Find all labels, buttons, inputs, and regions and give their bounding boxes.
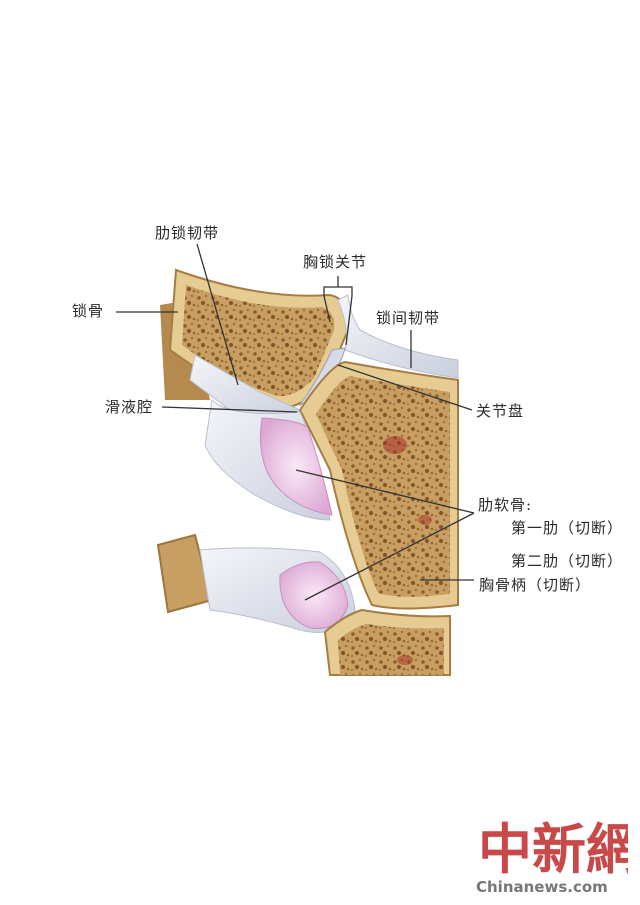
label-costal-cartilage-title: 肋软骨: bbox=[478, 496, 533, 514]
label-synovial-cavity: 滑液腔 bbox=[105, 398, 154, 416]
label-articular-disc: 关节盘 bbox=[476, 402, 525, 420]
label-manubrium-cut: 胸骨柄（切断） bbox=[479, 576, 592, 594]
leader-lines bbox=[116, 243, 475, 601]
red-marrow-spot bbox=[383, 436, 407, 454]
leader-costoclavicular-ligament bbox=[196, 243, 239, 386]
chinanews-logo: 中新網 bbox=[478, 817, 628, 881]
leader-first-rib bbox=[295, 469, 475, 514]
first-costal-cartilage bbox=[259, 417, 333, 516]
leader-second-rib bbox=[304, 512, 475, 601]
label-costoclavicular-ligament: 肋锁韧带 bbox=[155, 224, 220, 242]
label-first-rib-cut: 第一肋（切断） bbox=[511, 519, 624, 537]
leader-sternoclavicular-joint-a bbox=[323, 295, 331, 323]
leader-sternoclavicular-joint-b bbox=[345, 295, 353, 346]
leader-synovial-cavity bbox=[161, 406, 298, 413]
manubrium-spongy-bone bbox=[316, 376, 450, 597]
red-marrow-spot bbox=[418, 515, 432, 525]
red-marrow-spot bbox=[397, 655, 413, 665]
label-interclavicular-ligament: 锁间韧带 bbox=[376, 309, 441, 327]
label-clavicle: 锁骨 bbox=[72, 302, 105, 320]
sternum-body-spongy bbox=[338, 624, 444, 675]
clavicle-spongy-bone bbox=[182, 285, 335, 397]
watermark-url: Chinanews.com bbox=[476, 878, 608, 896]
label-second-rib-cut: 第二肋（切断） bbox=[511, 552, 624, 570]
label-sternoclavicular-joint: 胸锁关节 bbox=[303, 253, 368, 271]
svg-text:中新網: 中新網 bbox=[478, 817, 628, 881]
leader-articular-disc bbox=[337, 364, 473, 411]
